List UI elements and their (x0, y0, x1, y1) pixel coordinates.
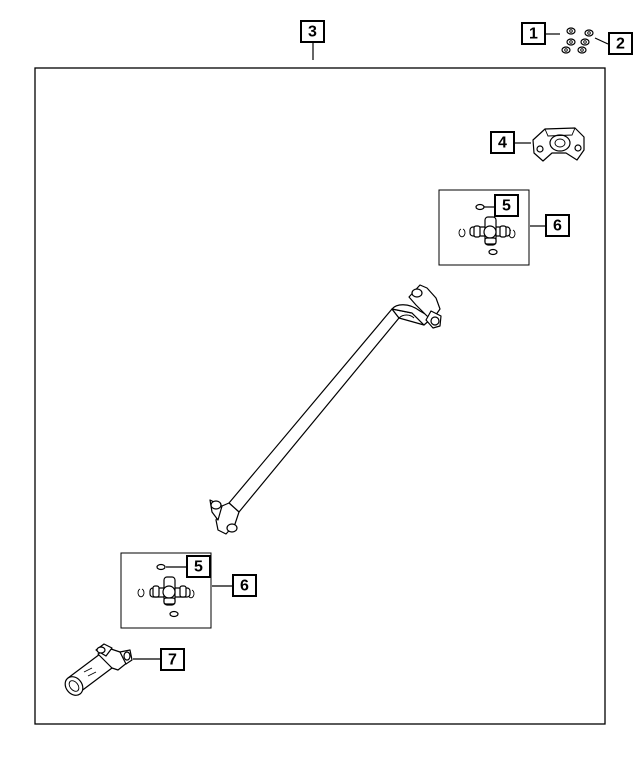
upper-ujoint-part[interactable] (458, 203, 516, 256)
callout-6-upper-label: 6 (553, 218, 562, 235)
assembly-frame (34, 67, 606, 725)
callout-4-label: 4 (498, 135, 507, 152)
callout-1-label: 1 (529, 26, 538, 43)
nuts-part[interactable] (561, 27, 594, 54)
callout-6-lower[interactable]: 6 (212, 574, 257, 597)
driveshaft-tube-part[interactable] (209, 284, 442, 535)
callout-1[interactable]: 1 (521, 22, 560, 45)
center-bearing-part[interactable] (532, 127, 585, 162)
callout-6-lower-label: 6 (240, 578, 249, 595)
callout-5-upper-label: 5 (502, 198, 511, 215)
callout-2[interactable]: 2 (594, 32, 633, 55)
lower-ujoint-part[interactable] (137, 563, 195, 618)
callout-2-label: 2 (616, 36, 625, 53)
callout-3-label: 3 (308, 24, 317, 41)
callout-7[interactable]: 7 (133, 648, 185, 671)
callout-7-label: 7 (168, 652, 177, 669)
callout-5-upper[interactable]: 5 (484, 194, 519, 217)
callout-5-lower[interactable]: 5 (166, 555, 211, 578)
callout-3[interactable]: 3 (300, 20, 325, 60)
callout-4[interactable]: 4 (490, 131, 531, 154)
callout-6-upper[interactable]: 6 (530, 214, 570, 237)
slip-yoke-part[interactable] (62, 643, 133, 699)
callout-5-lower-label: 5 (194, 559, 203, 576)
